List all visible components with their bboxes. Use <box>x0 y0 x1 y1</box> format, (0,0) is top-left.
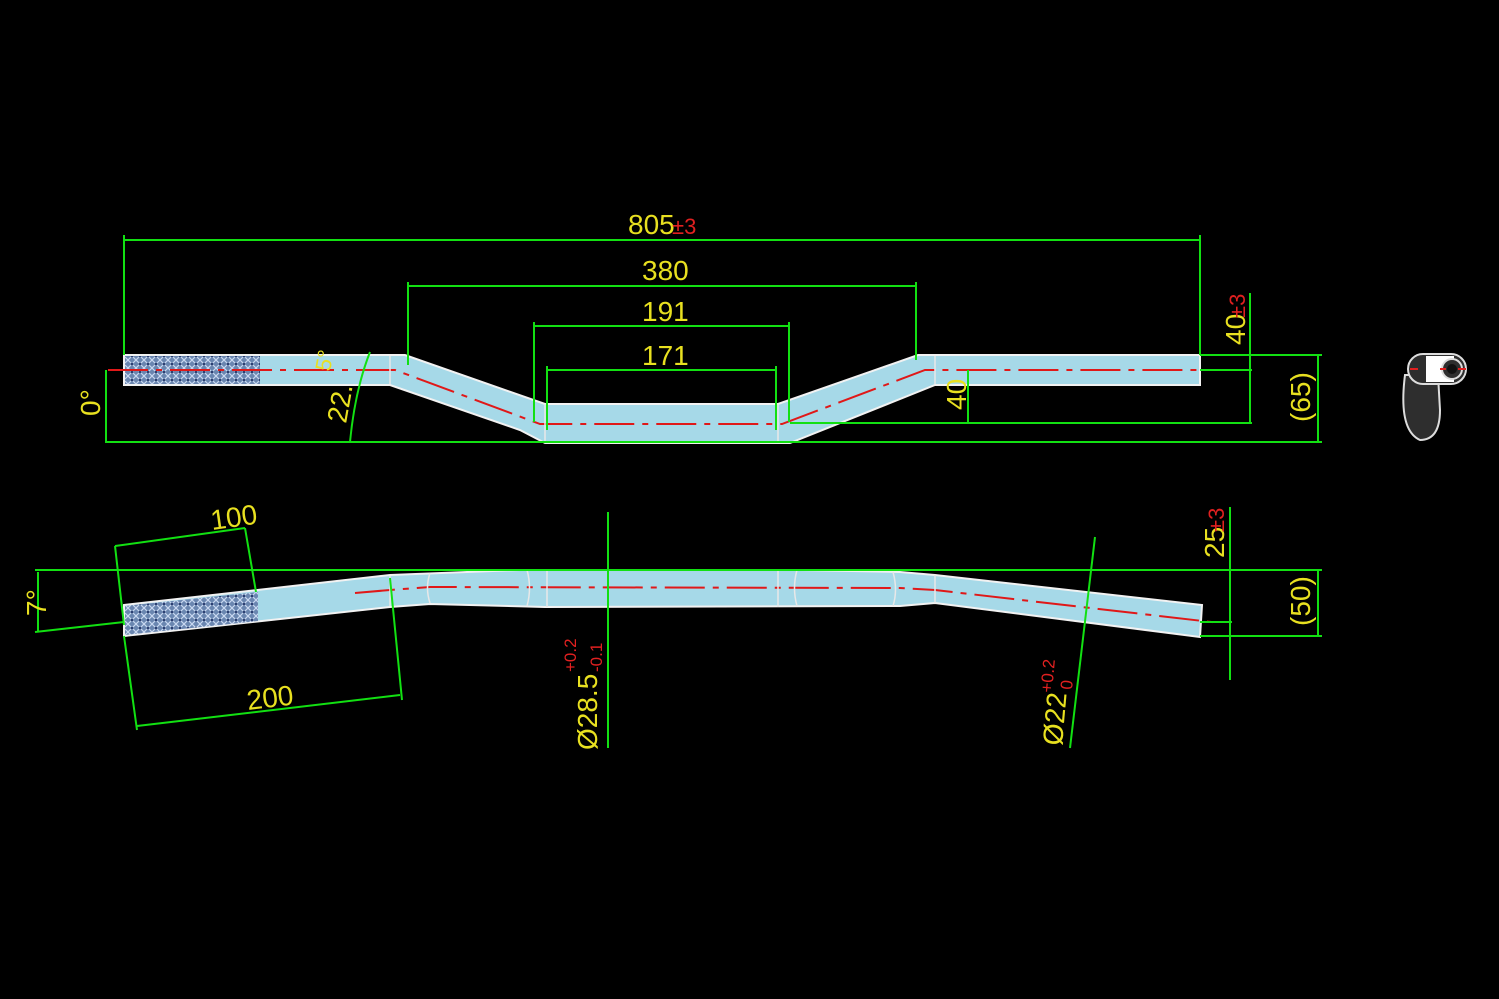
dim-171: 171 <box>642 340 689 371</box>
tol-805: ±3 <box>672 214 696 239</box>
tol-d28-5-upper: +0.2 <box>561 638 580 672</box>
centerline-top <box>108 369 1200 425</box>
angle-22: 22. <box>321 381 358 425</box>
dim-d28-5: Ø28.5 <box>572 674 603 750</box>
tol-d22-upper: +0.2 <box>1037 658 1059 693</box>
bend-seam-bottom <box>389 569 936 607</box>
dim-25: 25 <box>1199 527 1230 558</box>
dim-40-total: 40 <box>1220 314 1251 345</box>
dim-arc-22-5 <box>349 351 371 443</box>
angle-22-tail: 5° <box>310 348 338 373</box>
top-view: 805 ±3 380 191 171 0° 22. 5° 40 40 ±3 (6… <box>75 209 1322 444</box>
dim-line-200 <box>123 577 403 731</box>
dim-line-40-tol <box>1200 293 1252 423</box>
dim-50: (50) <box>1285 576 1316 626</box>
dim-d22: Ø22 <box>1037 691 1072 746</box>
bottom-view: 7° 100 200 Ø28.5 +0.2 -0.1 Ø22 +0.2 0 25… <box>21 499 1322 750</box>
angle-0: 0° <box>75 389 106 416</box>
angle-7: 7° <box>21 589 52 616</box>
dim-line-d22 <box>1069 536 1096 749</box>
dim-805: 805 <box>628 209 675 240</box>
dim-line-805 <box>123 235 1201 355</box>
dim-line-100 <box>114 527 257 626</box>
dim-200: 200 <box>245 679 295 715</box>
dim-65: (65) <box>1285 372 1316 422</box>
dim-line-191 <box>533 322 790 422</box>
dim-380: 380 <box>642 255 689 286</box>
handlebar-3d-thumbnail <box>1402 353 1467 442</box>
tol-40: ±3 <box>1225 294 1250 318</box>
dim-40: 40 <box>941 379 972 410</box>
dim-line-171 <box>546 366 777 430</box>
tol-d28-5-lower: -0.1 <box>587 643 606 672</box>
reference-line-bottom <box>35 569 1322 637</box>
baseline-top <box>105 354 1322 443</box>
grip-knurl-bottom <box>125 592 258 635</box>
handlebar-tube-top <box>123 354 1201 444</box>
dim-line-380 <box>407 282 917 365</box>
dim-191: 191 <box>642 296 689 327</box>
dim-line-7deg <box>34 572 125 633</box>
tol-25: ±3 <box>1204 508 1229 532</box>
dim-100: 100 <box>209 499 260 536</box>
bend-seam <box>389 356 936 442</box>
centerline-bottom <box>354 585 1221 624</box>
handlebar-tube-bottom <box>123 569 1204 639</box>
tol-d22-lower: 0 <box>1057 679 1077 690</box>
